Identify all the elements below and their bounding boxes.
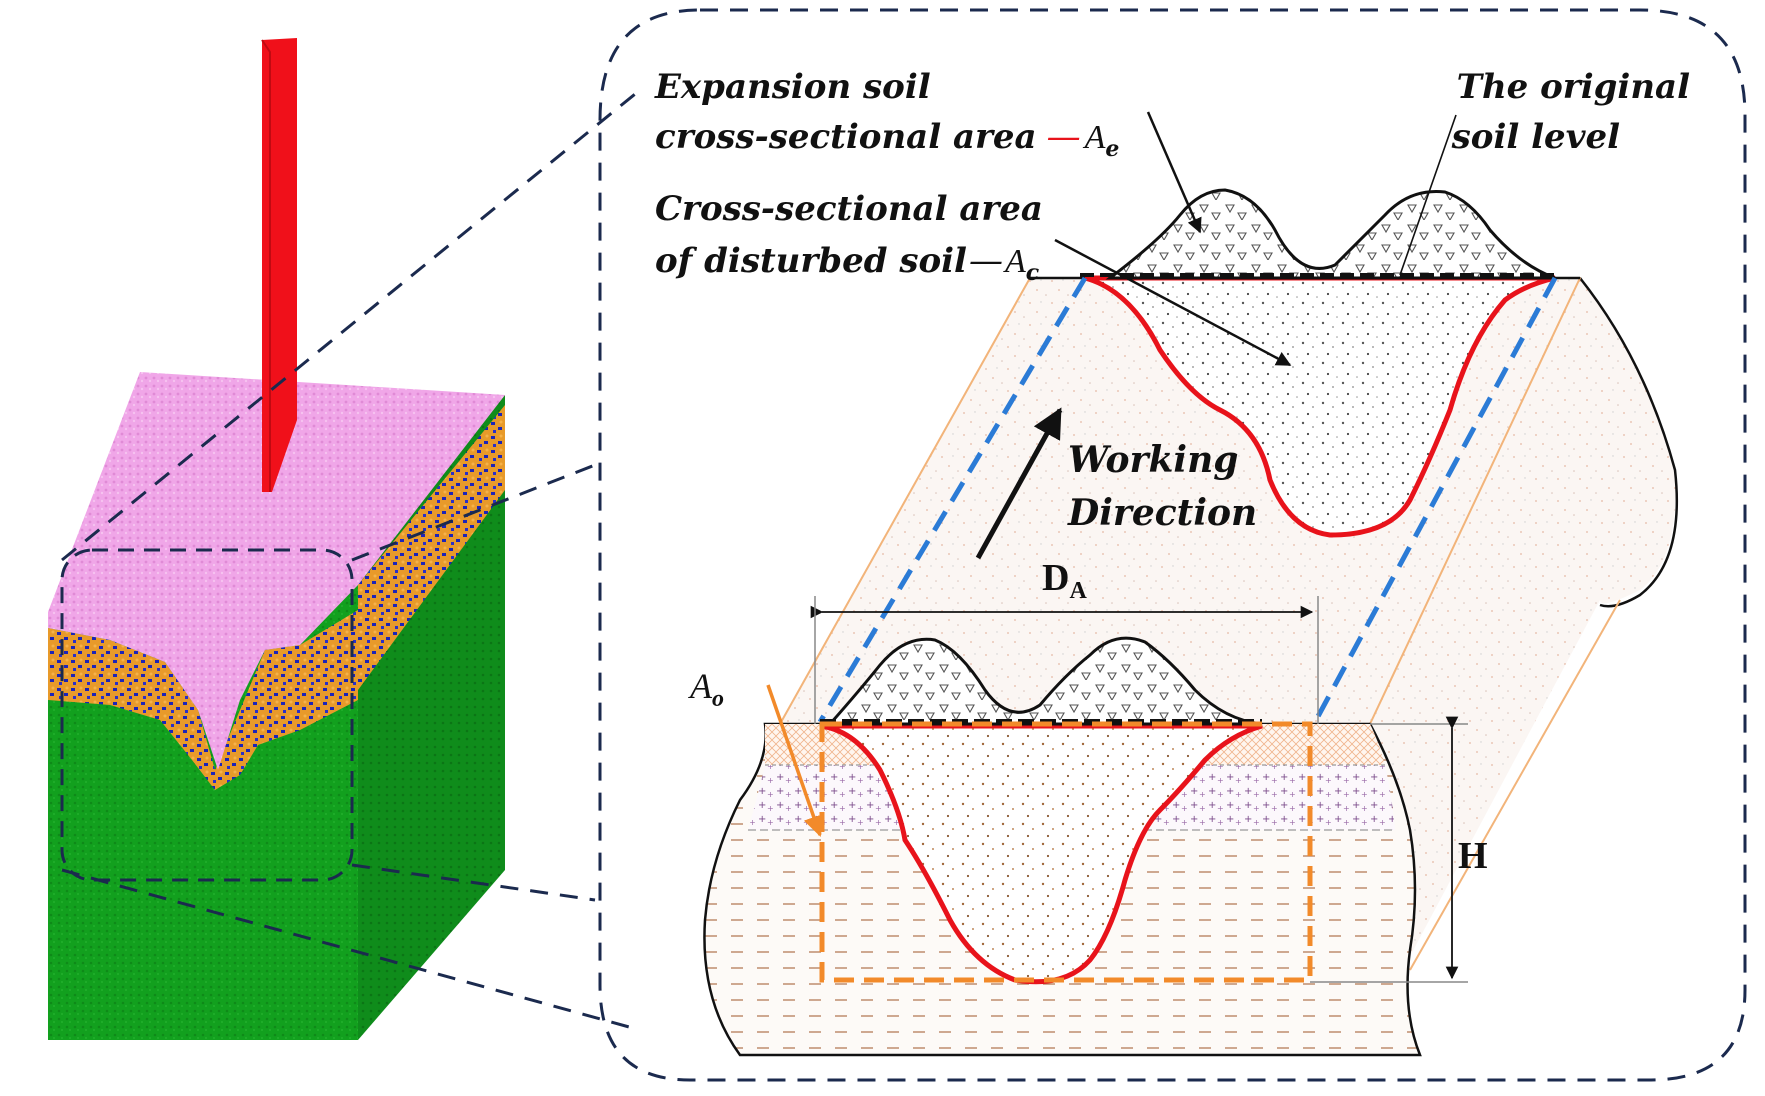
pointer-ao bbox=[766, 684, 824, 837]
connector-bottom-right bbox=[351, 863, 596, 902]
label-ao: Ao bbox=[688, 666, 724, 712]
pointer-expansion bbox=[1146, 111, 1202, 234]
furrow-diagram bbox=[703, 111, 1679, 1057]
far-disturbed-area bbox=[1084, 275, 1556, 538]
prism-edge-far bbox=[1409, 599, 1621, 971]
soil-block-3d bbox=[48, 38, 505, 1040]
label-disturbed-line2: of disturbed soil—Ac bbox=[655, 241, 1040, 286]
diagram-labels: Expansion soil cross-sectional area—Ae T… bbox=[654, 67, 1690, 877]
prism-edge-mid bbox=[1369, 277, 1581, 725]
blue-guide-left bbox=[817, 276, 1088, 724]
working-direction-arrow bbox=[975, 407, 1063, 560]
pointer-original-level bbox=[1399, 114, 1457, 276]
label-original-line2: soil level bbox=[1451, 117, 1620, 157]
detail-callout-frame bbox=[598, 8, 1747, 1082]
pointer-disturbed bbox=[1054, 238, 1292, 367]
tillage-blade-edge bbox=[261, 39, 271, 492]
mixed-soil-band-right bbox=[358, 405, 505, 690]
tillage-blade bbox=[262, 38, 297, 492]
label-height-h: H bbox=[1458, 835, 1488, 877]
connector-top-right bbox=[351, 463, 596, 562]
mixed-soil-band-front bbox=[48, 610, 358, 790]
prism-edge-left bbox=[779, 277, 1031, 725]
callout-connectors bbox=[61, 88, 641, 1032]
original-area-rect bbox=[819, 721, 1313, 983]
label-working-line2: Direction bbox=[1067, 492, 1257, 534]
soil-block-top-surface bbox=[48, 372, 505, 770]
label-working-line1: Working bbox=[1068, 439, 1238, 481]
front-expansion-mound bbox=[826, 636, 1263, 726]
far-expansion-mound bbox=[1105, 188, 1556, 280]
label-width-da: DA bbox=[1042, 557, 1087, 604]
label-expansion-line2: cross-sectional area—Ae bbox=[655, 117, 1119, 162]
blue-guide-right bbox=[1312, 276, 1558, 724]
connector-top-left bbox=[61, 88, 641, 562]
prism-far-outline bbox=[1579, 277, 1679, 608]
connector-bottom-left bbox=[61, 868, 641, 1032]
label-disturbed-line1: Cross-sectional area bbox=[655, 189, 1043, 229]
label-expansion-line1: Expansion soil bbox=[654, 67, 931, 107]
label-original-line1: The original bbox=[1457, 67, 1690, 107]
block-callout-box bbox=[60, 548, 354, 882]
